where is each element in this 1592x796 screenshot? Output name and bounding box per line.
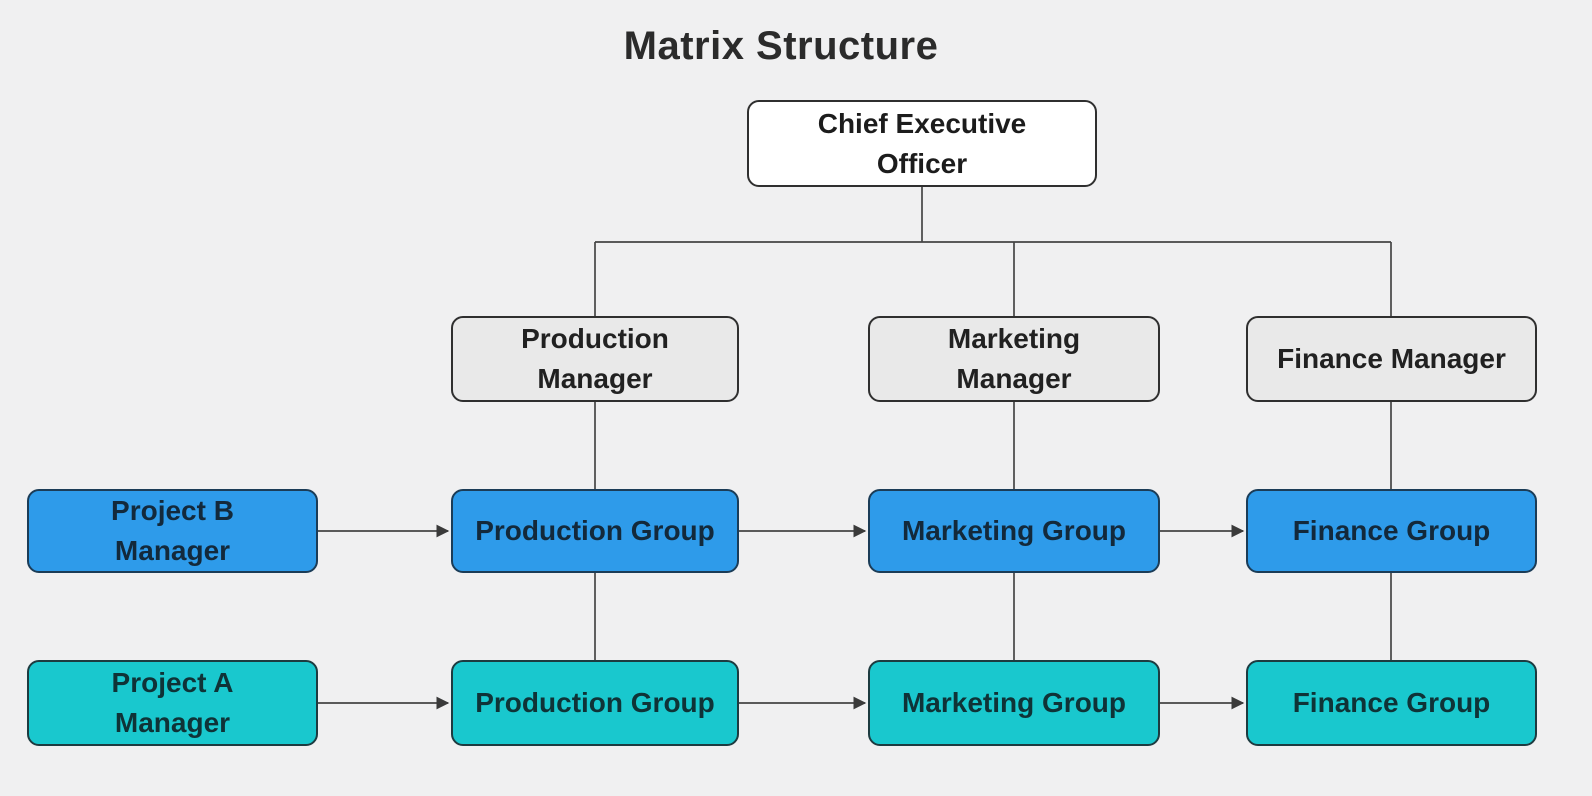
node-marketing-group-row-a: Marketing Group — [868, 660, 1160, 746]
node-label: Finance Group — [1292, 687, 1491, 719]
node-project-b-manager: Project B Manager — [27, 489, 318, 573]
node-finance-manager: Finance Manager — [1246, 316, 1537, 402]
node-label: Production Manager — [521, 323, 669, 394]
node-label: Production Group — [475, 687, 715, 719]
diagram-title: Matrix Structure — [623, 24, 939, 68]
node-label: Production Group — [475, 515, 715, 547]
node-label: Project A Manager — [111, 667, 234, 738]
node-chief-executive-officer: Chief Executive Officer — [747, 100, 1097, 187]
node-project-a-manager: Project A Manager — [27, 660, 318, 746]
node-label: Marketing Group — [901, 687, 1126, 719]
node-label: Finance Group — [1292, 515, 1491, 547]
node-label: Chief Executive Officer — [817, 107, 1027, 179]
node-label: Project B Manager — [111, 495, 234, 566]
node-finance-group-row-a: Finance Group — [1246, 660, 1537, 746]
node-marketing-manager: Marketing Manager — [868, 316, 1160, 402]
node-marketing-group-row-b: Marketing Group — [868, 489, 1160, 573]
node-label: Finance Manager — [1277, 343, 1506, 375]
node-production-manager: Production Manager — [451, 316, 739, 402]
node-label: Marketing Group — [901, 515, 1126, 547]
node-label: Marketing Manager — [947, 323, 1081, 394]
node-production-group-row-a: Production Group — [451, 660, 739, 746]
node-production-group-row-b: Production Group — [451, 489, 739, 573]
node-finance-group-row-b: Finance Group — [1246, 489, 1537, 573]
